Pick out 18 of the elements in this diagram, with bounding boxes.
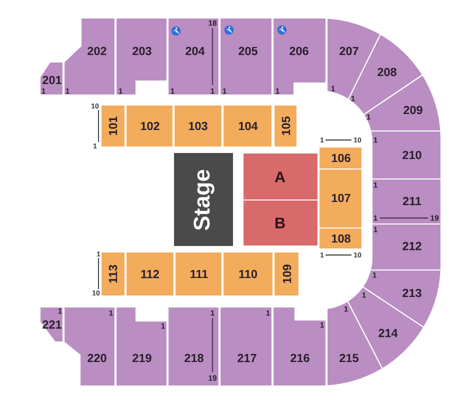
seating-section: 101 xyxy=(100,104,126,148)
seating-section: 113 xyxy=(100,251,126,297)
seating-section: 105 xyxy=(273,104,298,148)
seating-section: 102 xyxy=(125,104,174,148)
node-label: 213 xyxy=(402,288,422,298)
stage-block: Stage xyxy=(174,153,233,246)
seating-section: 110 xyxy=(222,251,274,297)
seating-section: 111 xyxy=(174,251,223,297)
seating-section: 108 xyxy=(318,227,363,250)
seating-section: 106 xyxy=(318,146,363,170)
seating-section: 103 xyxy=(173,104,223,148)
seating-section: 112 xyxy=(125,251,175,297)
floor-section: A xyxy=(242,152,319,201)
node-label: 209 xyxy=(404,106,422,114)
floor-section: B xyxy=(242,199,319,247)
seating-section: 109 xyxy=(273,251,300,297)
node-label: 210 xyxy=(402,150,422,160)
node-label: 212 xyxy=(402,242,422,250)
